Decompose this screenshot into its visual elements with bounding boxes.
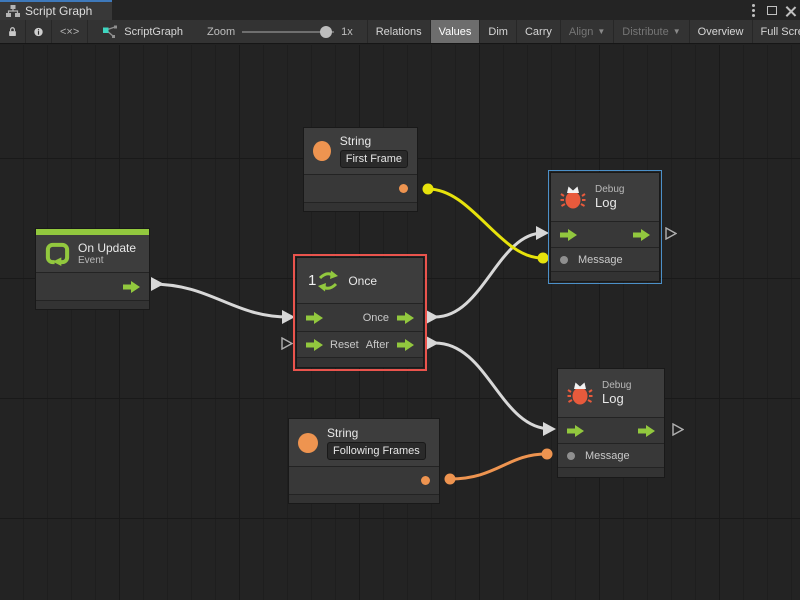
once-cycle-icon	[318, 270, 339, 291]
node-title: String	[327, 425, 359, 440]
breadcrumb-root-button[interactable]: <×>	[52, 20, 89, 43]
reset-input-port[interactable]	[306, 338, 323, 351]
bug-icon	[560, 186, 586, 209]
control-output-port[interactable]	[633, 228, 650, 241]
fullscreen-label: Full Screen	[760, 25, 800, 38]
fullscreen-button[interactable]: Full Screen	[753, 20, 800, 43]
string-value-field[interactable]: Following Frames	[327, 441, 426, 460]
zoom-slider[interactable]	[242, 25, 335, 38]
tab-title: Script Graph	[25, 4, 93, 18]
node-debug-log-bottom[interactable]: Debug Log Message	[557, 368, 665, 478]
node-title: Log	[595, 195, 617, 210]
after-output-port[interactable]	[397, 338, 414, 351]
node-footer	[304, 202, 417, 211]
chevron-down-icon: ▼	[597, 27, 606, 36]
node-footer	[558, 467, 664, 477]
distribute-label: Distribute	[622, 25, 669, 38]
zoom-label: Zoom	[206, 25, 236, 38]
control-output-port[interactable]	[123, 280, 140, 293]
tab-script-graph[interactable]: Script Graph	[0, 0, 112, 20]
bug-icon	[567, 382, 593, 405]
node-title: Once	[348, 273, 378, 288]
breadcrumb-graph[interactable]: ScriptGraph	[88, 20, 191, 43]
info-icon	[34, 27, 43, 36]
node-footer	[289, 494, 439, 503]
node-title: On Update	[78, 241, 137, 255]
title-bar: Script Graph	[0, 0, 800, 20]
debugtop-out-triangle[interactable]	[665, 227, 677, 240]
zoom-control: Zoom 1x	[191, 20, 361, 43]
message-input-port[interactable]	[560, 255, 568, 264]
port-label: Reset	[330, 338, 359, 351]
overview-button[interactable]: Overview	[690, 20, 753, 43]
once-badge: 1	[308, 272, 317, 289]
node-title: Log	[602, 391, 624, 406]
node-title: String	[339, 134, 372, 148]
toolbar: <×> ScriptGraph Zoom 1x Relations Values…	[0, 20, 800, 44]
control-input-port[interactable]	[306, 311, 323, 324]
zoom-value: 1x	[341, 25, 353, 38]
port-label: Message	[578, 253, 623, 266]
string-output-port[interactable]	[399, 184, 408, 193]
dim-label: Dim	[488, 25, 508, 38]
message-input-port[interactable]	[567, 451, 575, 460]
node-footer	[551, 271, 659, 281]
values-label: Values	[438, 25, 472, 38]
lock-icon	[9, 27, 16, 36]
carry-button[interactable]: Carry	[517, 20, 561, 43]
string-literal-icon	[313, 141, 331, 161]
align-dropdown[interactable]: Align ▼	[561, 20, 615, 43]
port-label: Message	[585, 449, 630, 462]
close-icon[interactable]	[785, 5, 796, 16]
relations-button[interactable]: Relations	[366, 20, 431, 43]
control-input-port[interactable]	[560, 228, 577, 241]
port-label: Once	[362, 311, 389, 324]
carry-label: Carry	[524, 25, 552, 38]
once-output-port[interactable]	[397, 311, 414, 324]
node-string-first-frame[interactable]: String First Frame	[303, 127, 418, 212]
debugbottom-out-triangle[interactable]	[672, 423, 684, 436]
lock-button[interactable]	[0, 20, 26, 43]
maximize-icon[interactable]	[767, 5, 777, 15]
script-graph-icon	[103, 25, 118, 38]
node-subtitle: Event	[78, 255, 104, 266]
overview-label: Overview	[697, 25, 744, 38]
node-footer	[297, 357, 423, 367]
dim-button[interactable]: Dim	[480, 20, 517, 43]
node-footer	[36, 300, 149, 309]
inspect-button[interactable]	[26, 20, 52, 43]
chevron-down-icon: ▼	[672, 27, 681, 36]
reset-port-triangle[interactable]	[281, 337, 293, 350]
graph-icon	[6, 5, 20, 17]
string-value-field[interactable]: First Frame	[339, 150, 408, 168]
node-debug-log-top[interactable]: Debug Log Message	[548, 170, 662, 284]
node-category: Debug	[602, 380, 632, 391]
relations-label: Relations	[375, 25, 422, 38]
distribute-dropdown[interactable]: Distribute ▼	[614, 20, 690, 43]
on-update-loop-icon	[45, 242, 70, 266]
breadcrumb: <×>	[60, 25, 80, 38]
zoom-slider-handle[interactable]	[320, 25, 333, 38]
values-button[interactable]: Values	[430, 20, 481, 43]
graph-name-label: ScriptGraph	[124, 25, 183, 38]
control-output-port[interactable]	[638, 424, 655, 437]
event-accent-strip	[36, 229, 149, 235]
window-menu-icon[interactable]	[752, 8, 755, 12]
align-label: Align	[568, 25, 594, 38]
string-output-port[interactable]	[421, 476, 430, 485]
node-category: Debug	[595, 184, 625, 195]
node-on-update[interactable]: On Update Event	[35, 228, 150, 310]
control-input-port[interactable]	[567, 424, 584, 437]
port-label: After	[365, 338, 389, 351]
string-literal-icon	[298, 432, 318, 453]
node-string-following-frames[interactable]: String Following Frames	[288, 418, 440, 504]
node-once[interactable]: 1 Once Once Reset After	[293, 254, 427, 371]
